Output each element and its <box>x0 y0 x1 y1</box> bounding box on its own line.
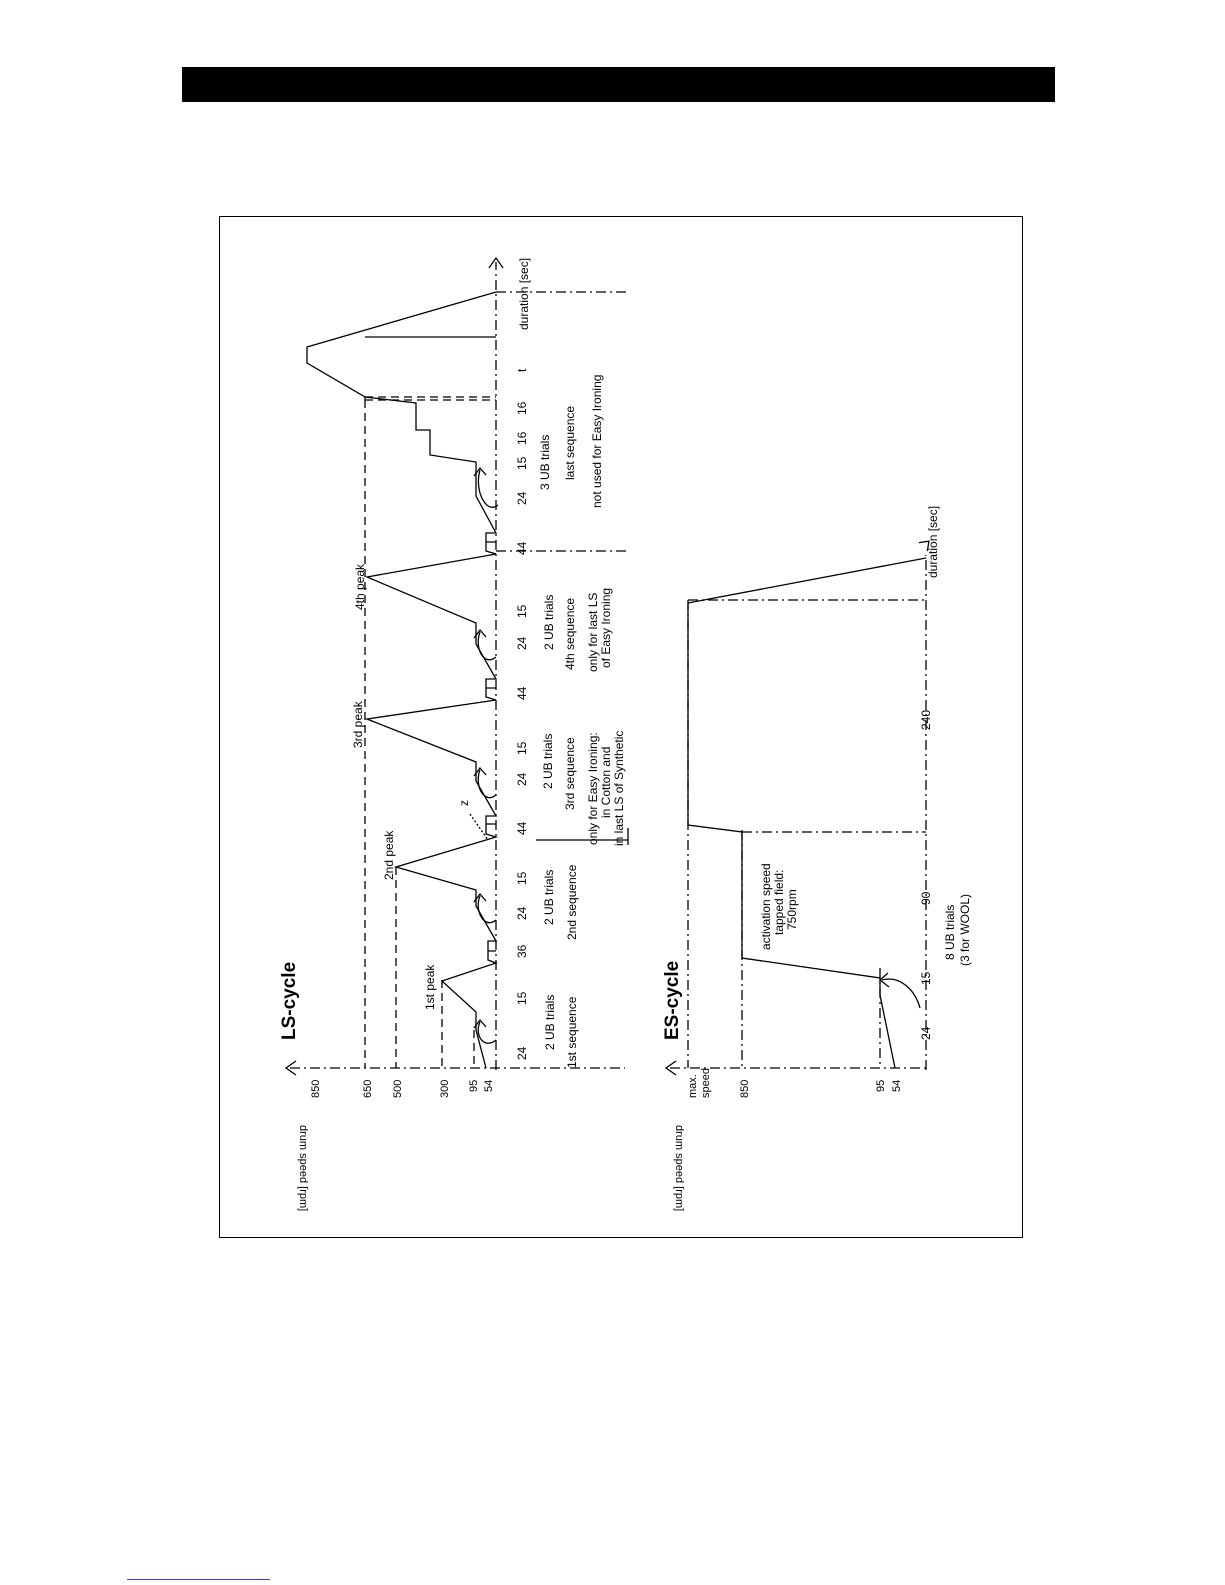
ls-ub-arrowhead-1 <box>473 1018 487 1029</box>
ls-peak-labels: 1st peak 2nd peak 3rd peak 4th peak z <box>351 563 471 1010</box>
es-y-axis-label: drum speed [rpm] <box>673 1125 685 1211</box>
es-speed-arrow <box>664 1060 677 1076</box>
ls-duration-tick: t <box>515 368 529 372</box>
ls-ub-arrowhead-4 <box>473 628 487 639</box>
ls-ub-arrowhead-3 <box>473 766 487 777</box>
ls-duration-tick: 44 <box>515 541 529 555</box>
es-duration-tick: 240 <box>919 710 933 730</box>
ls-duration-tick: 44 <box>515 821 529 835</box>
ls-seq-last-line: not used for Easy Ironing <box>590 375 604 508</box>
ls-duration-tick: 16 <box>515 401 529 415</box>
ls-duration-tick: 24 <box>515 1046 529 1060</box>
ls-title-group: LS-cycle drum speed [rpm] duration [sec] <box>279 258 531 1211</box>
ls-duration-tick: 15 <box>515 604 529 618</box>
ls-peak-label: 2nd peak <box>382 830 396 880</box>
ls-ub-arrow-4 <box>477 631 497 661</box>
ls-seq4-line: only for last LS <box>586 593 600 672</box>
ls-duration-tick: 36 <box>515 944 529 958</box>
ls-ub-label: 2 UB trials <box>543 995 557 1050</box>
es-ub-line: 8 UB trials <box>943 905 957 960</box>
es-labels: ES-cycle drum speed [rpm] duration [sec]… <box>662 506 972 1211</box>
ls-seq1: 1st sequence <box>565 996 579 1068</box>
ls-seq4-line: of Easy Ironing <box>599 588 613 668</box>
ls-duration-tick: 15 <box>515 456 529 470</box>
ls-speed-profile <box>306 291 499 1069</box>
es-duration-tick: 90 <box>919 891 933 905</box>
ls-speed-tick: 300 <box>439 1080 451 1098</box>
ls-x-axis-label: duration [sec] <box>517 258 531 330</box>
ls-duration-arrow <box>488 256 504 269</box>
ls-seq4-line: 4th sequence <box>563 598 577 670</box>
es-ub-line: (3 for WOOL) <box>958 894 972 966</box>
ls-duration-tick: 24 <box>515 636 529 650</box>
ls-speed-ticks: 850 650 500 300 95 54 <box>310 1080 495 1098</box>
footer-link-underline <box>127 1579 270 1580</box>
ls-speed-arrow <box>284 1060 297 1076</box>
ls-title: LS-cycle <box>279 962 300 1040</box>
ls-duration-tick: 15 <box>515 871 529 885</box>
es-duration-tick: 15 <box>919 971 933 985</box>
ls-seq2: 2nd sequence <box>565 864 579 940</box>
ls-duration-tick: 24 <box>515 906 529 920</box>
ls-duration-tick: 15 <box>515 741 529 755</box>
ls-y-axis-label: drum speed [rpm] <box>297 1125 309 1211</box>
ls-seq3-line: in Cotton and <box>599 747 613 818</box>
ls-ub-arrow-3 <box>477 769 497 799</box>
ls-z-label: z <box>457 800 471 806</box>
ls-speed-tick: 650 <box>362 1080 374 1098</box>
ls-ub-arrow-1 <box>477 1021 497 1044</box>
ls-seq-last-line: last sequence <box>563 406 577 480</box>
ls-duration-tick: 24 <box>515 491 529 505</box>
ls-speed-tick: 54 <box>483 1080 495 1092</box>
ls-duration-tick: 44 <box>515 686 529 700</box>
ls-ub-label: 3 UB trials <box>538 435 552 490</box>
es-activation-line: activation speed <box>759 863 773 950</box>
ls-peak-label: 1st peak <box>423 964 437 1010</box>
es-duration-arrow <box>918 540 930 552</box>
ls-duration-tick: 24 <box>515 772 529 786</box>
header-bar <box>182 67 1055 102</box>
ls-seq3-line: in last LS of Synthetic <box>612 731 626 846</box>
es-x-axis-label: duration [sec] <box>926 506 940 578</box>
es-speed-profile <box>687 557 927 1069</box>
es-speed-tick-max-line2: speed <box>700 1068 712 1098</box>
ls-z-line <box>469 813 489 841</box>
ls-sequence-labels: 1st sequence 2nd sequence 3rd sequence o… <box>563 375 626 1068</box>
es-speed-tick: 95 <box>875 1080 887 1092</box>
ls-ub-label: 2 UB trials <box>541 734 555 789</box>
es-speed-tick-max-line1: max. <box>687 1074 699 1098</box>
ls-speed-tick: 850 <box>310 1080 322 1098</box>
es-ub-arrowhead <box>878 972 890 988</box>
ls-ub-arrowhead-2 <box>473 892 487 903</box>
ls-speed-tick: 500 <box>392 1080 404 1098</box>
es-speed-tick: 850 <box>739 1080 751 1098</box>
ls-peak-label: 3rd peak <box>351 700 365 748</box>
ls-duration-tick: 16 <box>515 431 529 445</box>
ls-ub-labels: 2 UB trials 2 UB trials 2 UB trials 2 UB… <box>538 435 557 1050</box>
ls-ub-arrowhead-5 <box>473 466 487 477</box>
ls-ub-label: 2 UB trials <box>542 595 556 650</box>
es-activation-line: tapped field: <box>772 870 786 935</box>
es-ub-arrow <box>881 978 921 1009</box>
ls-seq3-line: only for Easy Ironing: <box>586 732 600 845</box>
ls-ub-arrow-5 <box>477 469 499 508</box>
es-title: ES-cycle <box>662 961 683 1040</box>
ls-duration-ticks: 24 15 36 24 15 44 24 15 44 24 15 44 24 1… <box>515 368 529 1060</box>
es-speed-tick: 54 <box>891 1080 903 1092</box>
diagram-frame <box>219 216 1023 1238</box>
ls-speed-tick: 95 <box>468 1080 480 1092</box>
ls-ub-label: 2 UB trials <box>542 870 556 925</box>
ls-seq3-line: 3rd sequence <box>563 737 577 810</box>
ls-duration-tick: 15 <box>515 991 529 1005</box>
es-speed-tick: max. speed <box>687 1068 712 1098</box>
es-duration-tick: 24 <box>919 1026 933 1040</box>
ls-peak-label: 4th peak <box>353 563 367 610</box>
ls-ub-arrow-2 <box>477 895 497 924</box>
es-activation-line: 750rpm <box>785 889 799 930</box>
